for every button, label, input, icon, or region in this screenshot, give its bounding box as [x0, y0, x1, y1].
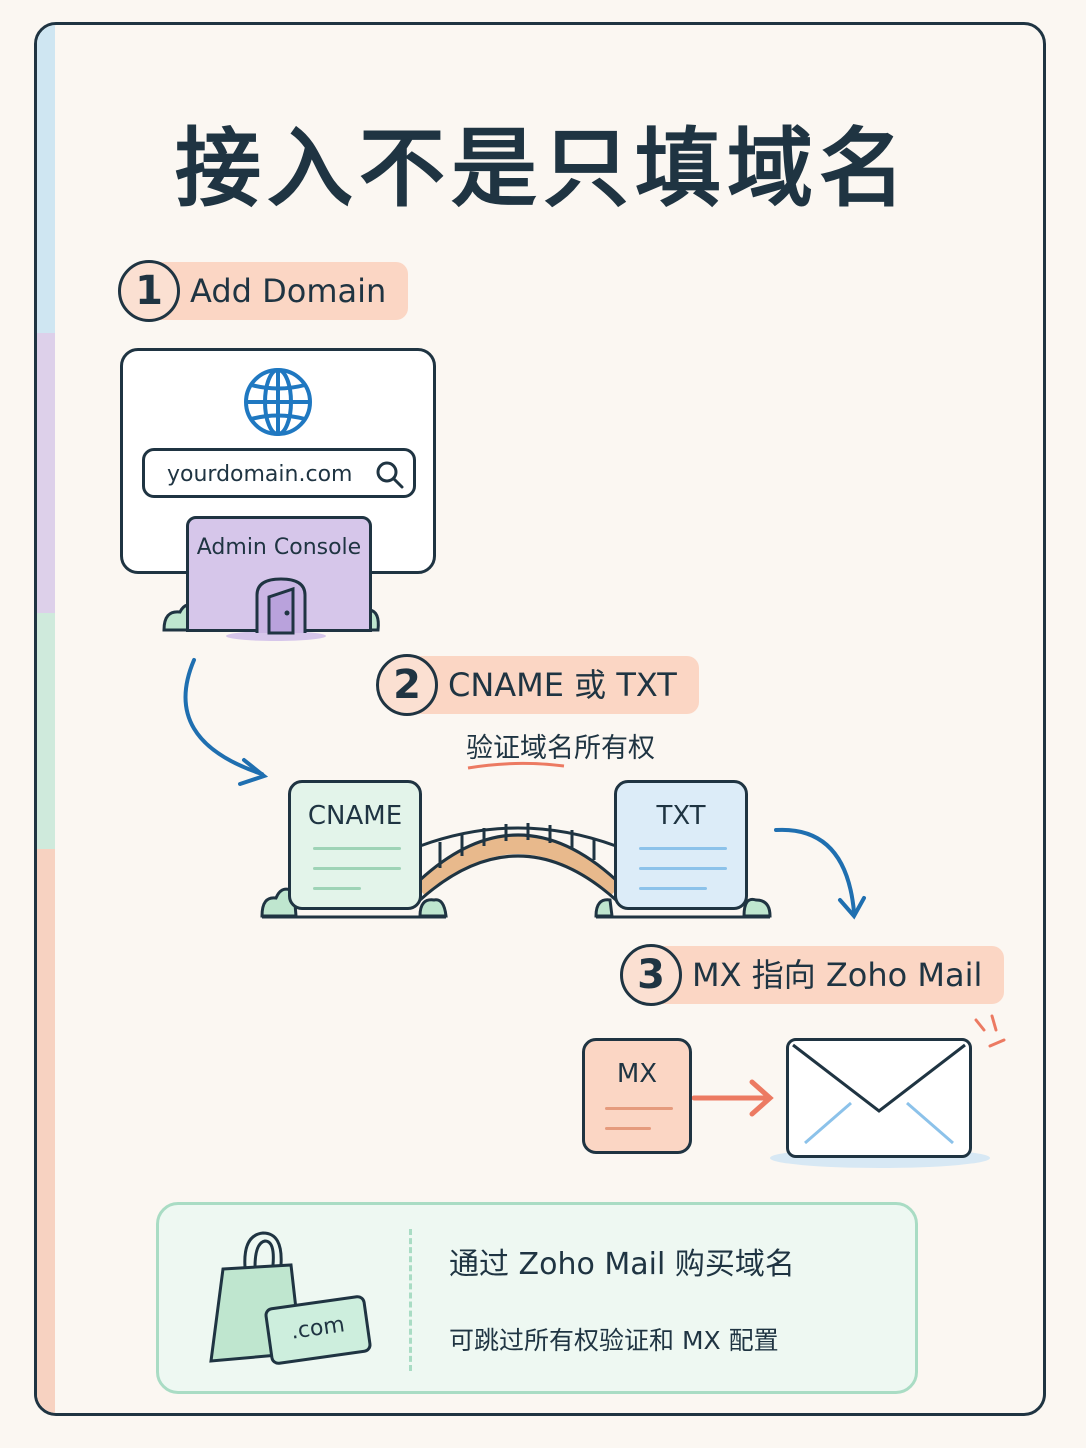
step-1-heading: 1 Add Domain [118, 260, 409, 322]
ticket-label: .com [289, 1312, 347, 1345]
footer-headline: 通过 Zoho Mail 购买域名 [449, 1247, 795, 1282]
arrow-icon [774, 827, 866, 920]
search-icon[interactable] [375, 460, 405, 490]
arrow-icon [691, 1079, 774, 1117]
color-stripe [37, 849, 55, 1413]
domain-input-value: yourdomain.com [167, 462, 353, 487]
infographic-card [34, 22, 1046, 1416]
arrow-icon [183, 658, 269, 786]
domain-input[interactable]: yourdomain.com [142, 448, 416, 498]
divider [409, 1229, 412, 1371]
step-2-subtitle: 验证域名所有权 [466, 733, 655, 764]
color-stripe [37, 613, 55, 849]
envelope-icon [786, 1038, 972, 1158]
footer-description: 可跳过所有权验证和 MX 配置 [449, 1326, 779, 1355]
color-stripe [37, 25, 55, 333]
mx-record-label: MX [616, 1059, 658, 1089]
step-3-heading: 3 MX 指向 Zoho Mail [620, 944, 1005, 1006]
step-3-number: 3 [620, 944, 682, 1006]
bridge-icon [413, 823, 623, 902]
admin-console-label: Admin Console [196, 535, 362, 560]
txt-record-label: TXT [656, 801, 706, 831]
step-1-label: Add Domain [144, 262, 409, 320]
txt-record-card: TXT [614, 780, 748, 910]
page-title: 接入不是只填域名 [175, 119, 911, 219]
purchase-domain-panel: .com 通过 Zoho Mail 购买域名 可跳过所有权验证和 MX 配置 [156, 1202, 918, 1394]
mx-record-card: MX [582, 1038, 692, 1154]
step-2-label: CNAME 或 TXT [402, 656, 699, 714]
color-stripe [37, 333, 55, 613]
cname-record-card: CNAME [288, 780, 422, 910]
cname-record-label: CNAME [307, 801, 403, 831]
door-icon [255, 577, 307, 635]
step-2-number: 2 [376, 654, 438, 716]
bush-icon [260, 887, 772, 918]
step-2-heading: 2 CNAME 或 TXT [376, 654, 699, 716]
step-3-label: MX 指向 Zoho Mail [646, 946, 1005, 1004]
admin-console-building: Admin Console [186, 516, 372, 635]
globe-icon [244, 368, 312, 436]
step-1-number: 1 [118, 260, 180, 322]
